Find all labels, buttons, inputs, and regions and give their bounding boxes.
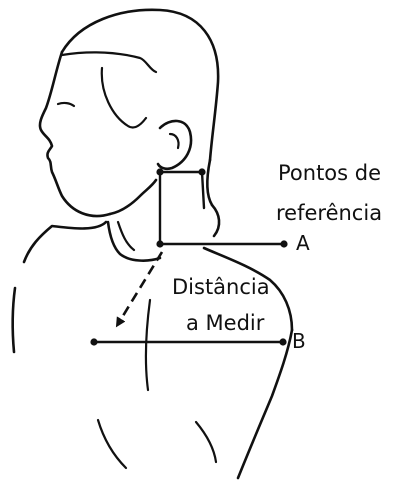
point-a-label: A — [296, 231, 310, 255]
head-outline — [40, 10, 218, 216]
neck-point-upper-right — [198, 168, 205, 175]
point-a-start — [156, 240, 163, 247]
reference-line-b — [90, 338, 286, 345]
point-b-label: B — [292, 329, 306, 353]
reference-points-label-line2: referência — [276, 201, 382, 225]
neck-point-upper-left — [156, 168, 163, 175]
reference-line-a — [156, 240, 287, 247]
reference-points-label-line1: Pontos de — [278, 161, 381, 185]
point-b-end — [279, 338, 286, 345]
distance-label-line1: Distância — [172, 275, 270, 299]
neck-reference-box — [156, 168, 205, 244]
point-b-start — [90, 338, 97, 345]
distance-arrow — [118, 252, 162, 324]
point-a-end — [280, 240, 287, 247]
distance-label-line2: a Medir — [186, 311, 265, 335]
